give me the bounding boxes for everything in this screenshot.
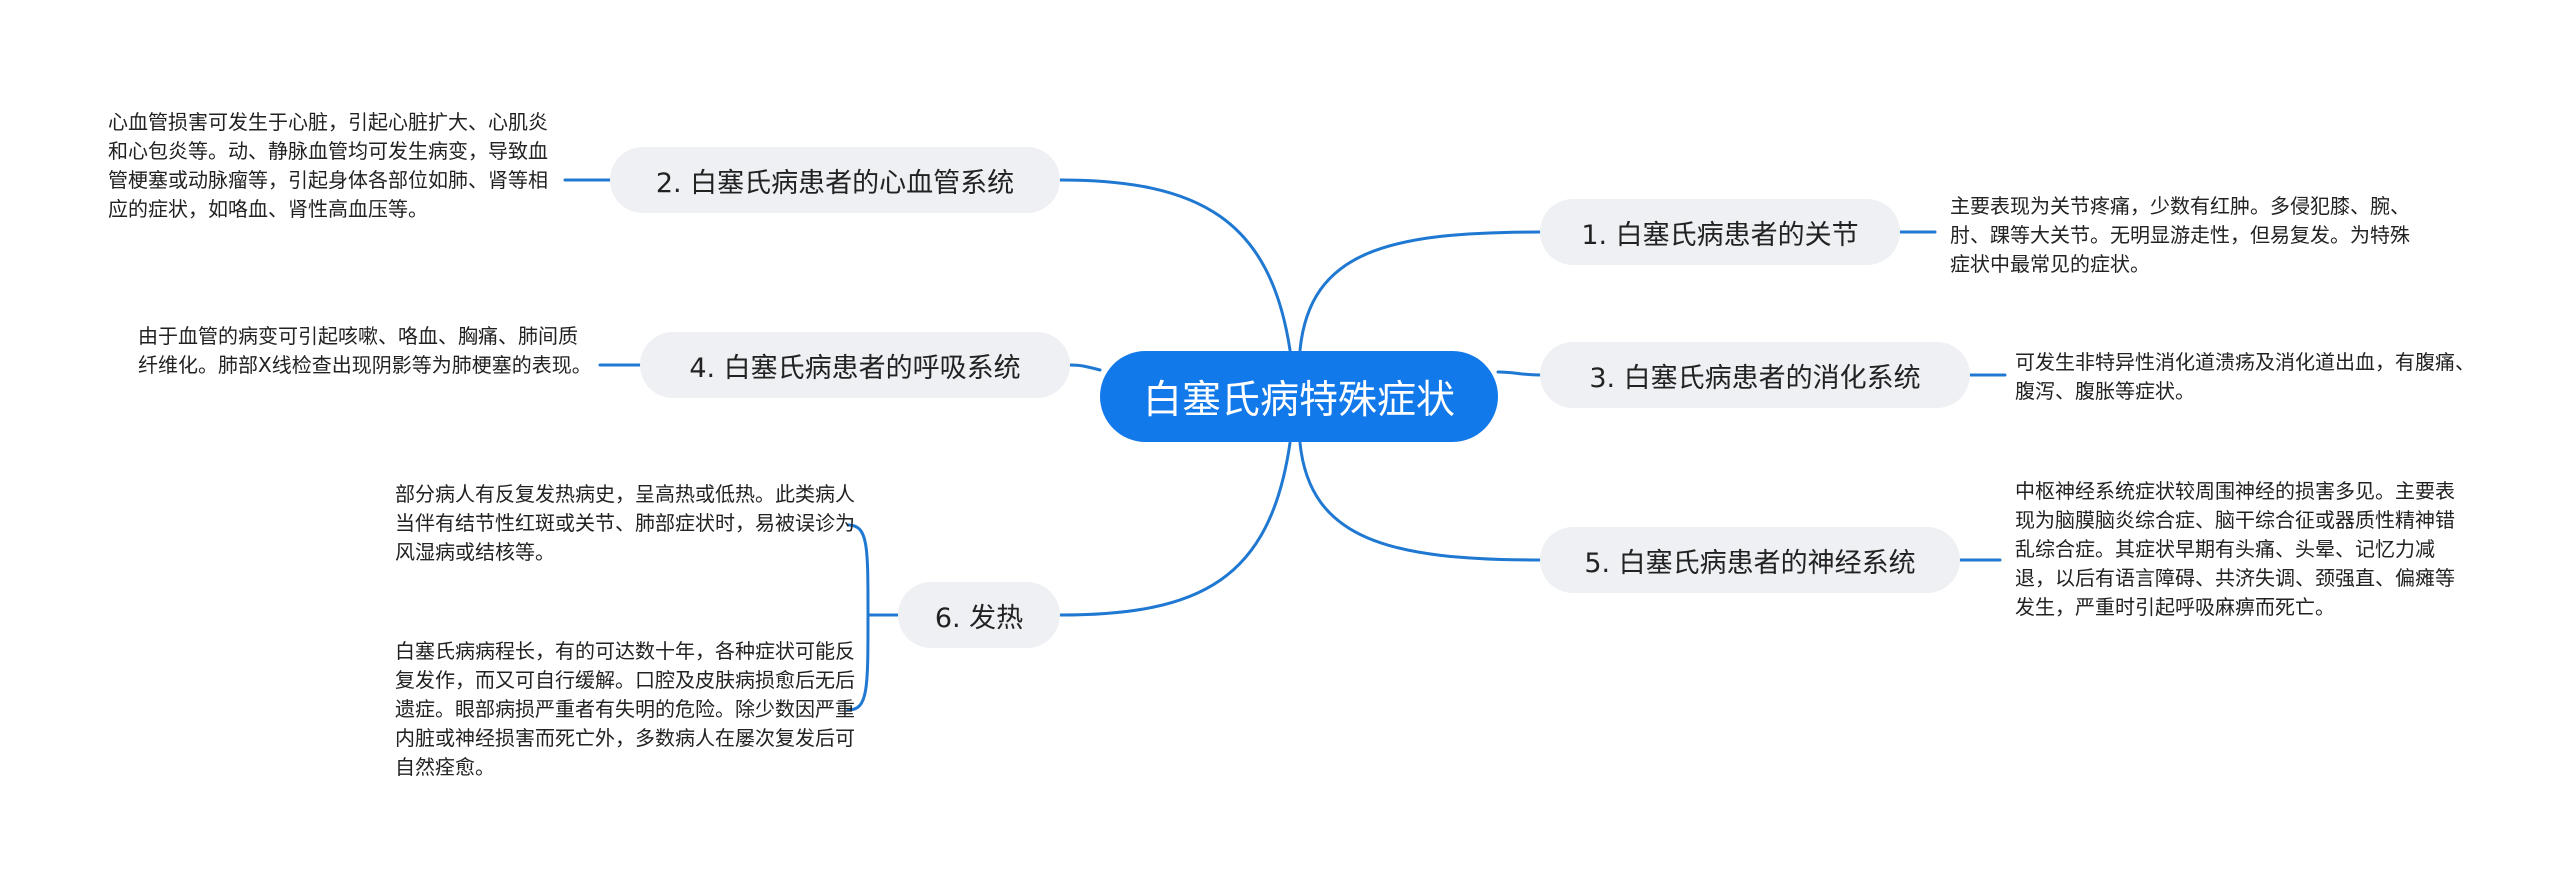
topic-6-detail-1: 部分病人有反复发热病史，呈高热或低热。此类病人当伴有结节性红斑或关节、肺部症状时… (395, 482, 855, 564)
topic-4-detail: 由于血管的病变可引起咳嗽、咯血、胸痛、肺间质纤维化。肺部X线检查出现阴影等为肺梗… (138, 324, 592, 377)
topic-3-detail: 可发生非特异性消化道溃疡及消化道出血，有腹痛、腹泻、腹胀等症状。 (2015, 350, 2475, 403)
topic-5-detail: 中枢神经系统症状较周围神经的损害多见。主要表现为脑膜脑炎综合症、脑干综合征或器质… (2015, 479, 2455, 619)
topic-1-joints[interactable]: 1. 白塞氏病患者的关节 (1540, 199, 1900, 265)
link-central-topic-6 (1058, 441, 1292, 617)
topic-2-label: 2. 白塞氏病患者的心血管系统 (655, 167, 1015, 199)
topic-4-respiratory[interactable]: 4. 白塞氏病患者的呼吸系统 (640, 332, 1070, 398)
topic-6-detail-2: 白塞氏病病程长，有的可达数十年，各种症状可能反复发作，而又可自行缓解。口腔及皮肤… (395, 639, 855, 779)
link-central-topic-1 (1298, 230, 1542, 352)
topic-1-label: 1. 白塞氏病患者的关节 (1581, 219, 1859, 251)
link-topic-6-bracket (846, 523, 900, 712)
link-central-topic-5 (1298, 441, 1542, 562)
topic-6-fever[interactable]: 6. 发热 (898, 582, 1060, 648)
topic-3-digestive[interactable]: 3. 白塞氏病患者的消化系统 (1540, 342, 1970, 408)
link-central-topic-3 (1496, 370, 1542, 377)
topic-3-label: 3. 白塞氏病患者的消化系统 (1589, 362, 1921, 394)
topic-2-detail: 心血管损害可发生于心脏，引起心脏扩大、心肌炎和心包炎等。动、静脉血管均可发生病变… (108, 110, 548, 221)
topic-5-nervous[interactable]: 5. 白塞氏病患者的神经系统 (1540, 527, 1960, 593)
link-central-topic-4 (1068, 363, 1102, 372)
topic-5-label: 5. 白塞氏病患者的神经系统 (1584, 547, 1916, 579)
topic-4-label: 4. 白塞氏病患者的呼吸系统 (689, 352, 1021, 384)
topic-6-label: 6. 发热 (934, 602, 1024, 634)
topic-2-cardiovascular[interactable]: 2. 白塞氏病患者的心血管系统 (610, 147, 1060, 213)
link-central-topic-2 (1058, 178, 1292, 352)
topic-1-detail: 主要表现为关节疼痛，少数有红肿。多侵犯膝、腕、肘、踝等大关节。无明显游走性，但易… (1950, 194, 2410, 276)
central-topic-label: 白塞氏病特殊症状 (1142, 377, 1455, 423)
central-topic[interactable]: 白塞氏病特殊症状 (1100, 351, 1498, 442)
